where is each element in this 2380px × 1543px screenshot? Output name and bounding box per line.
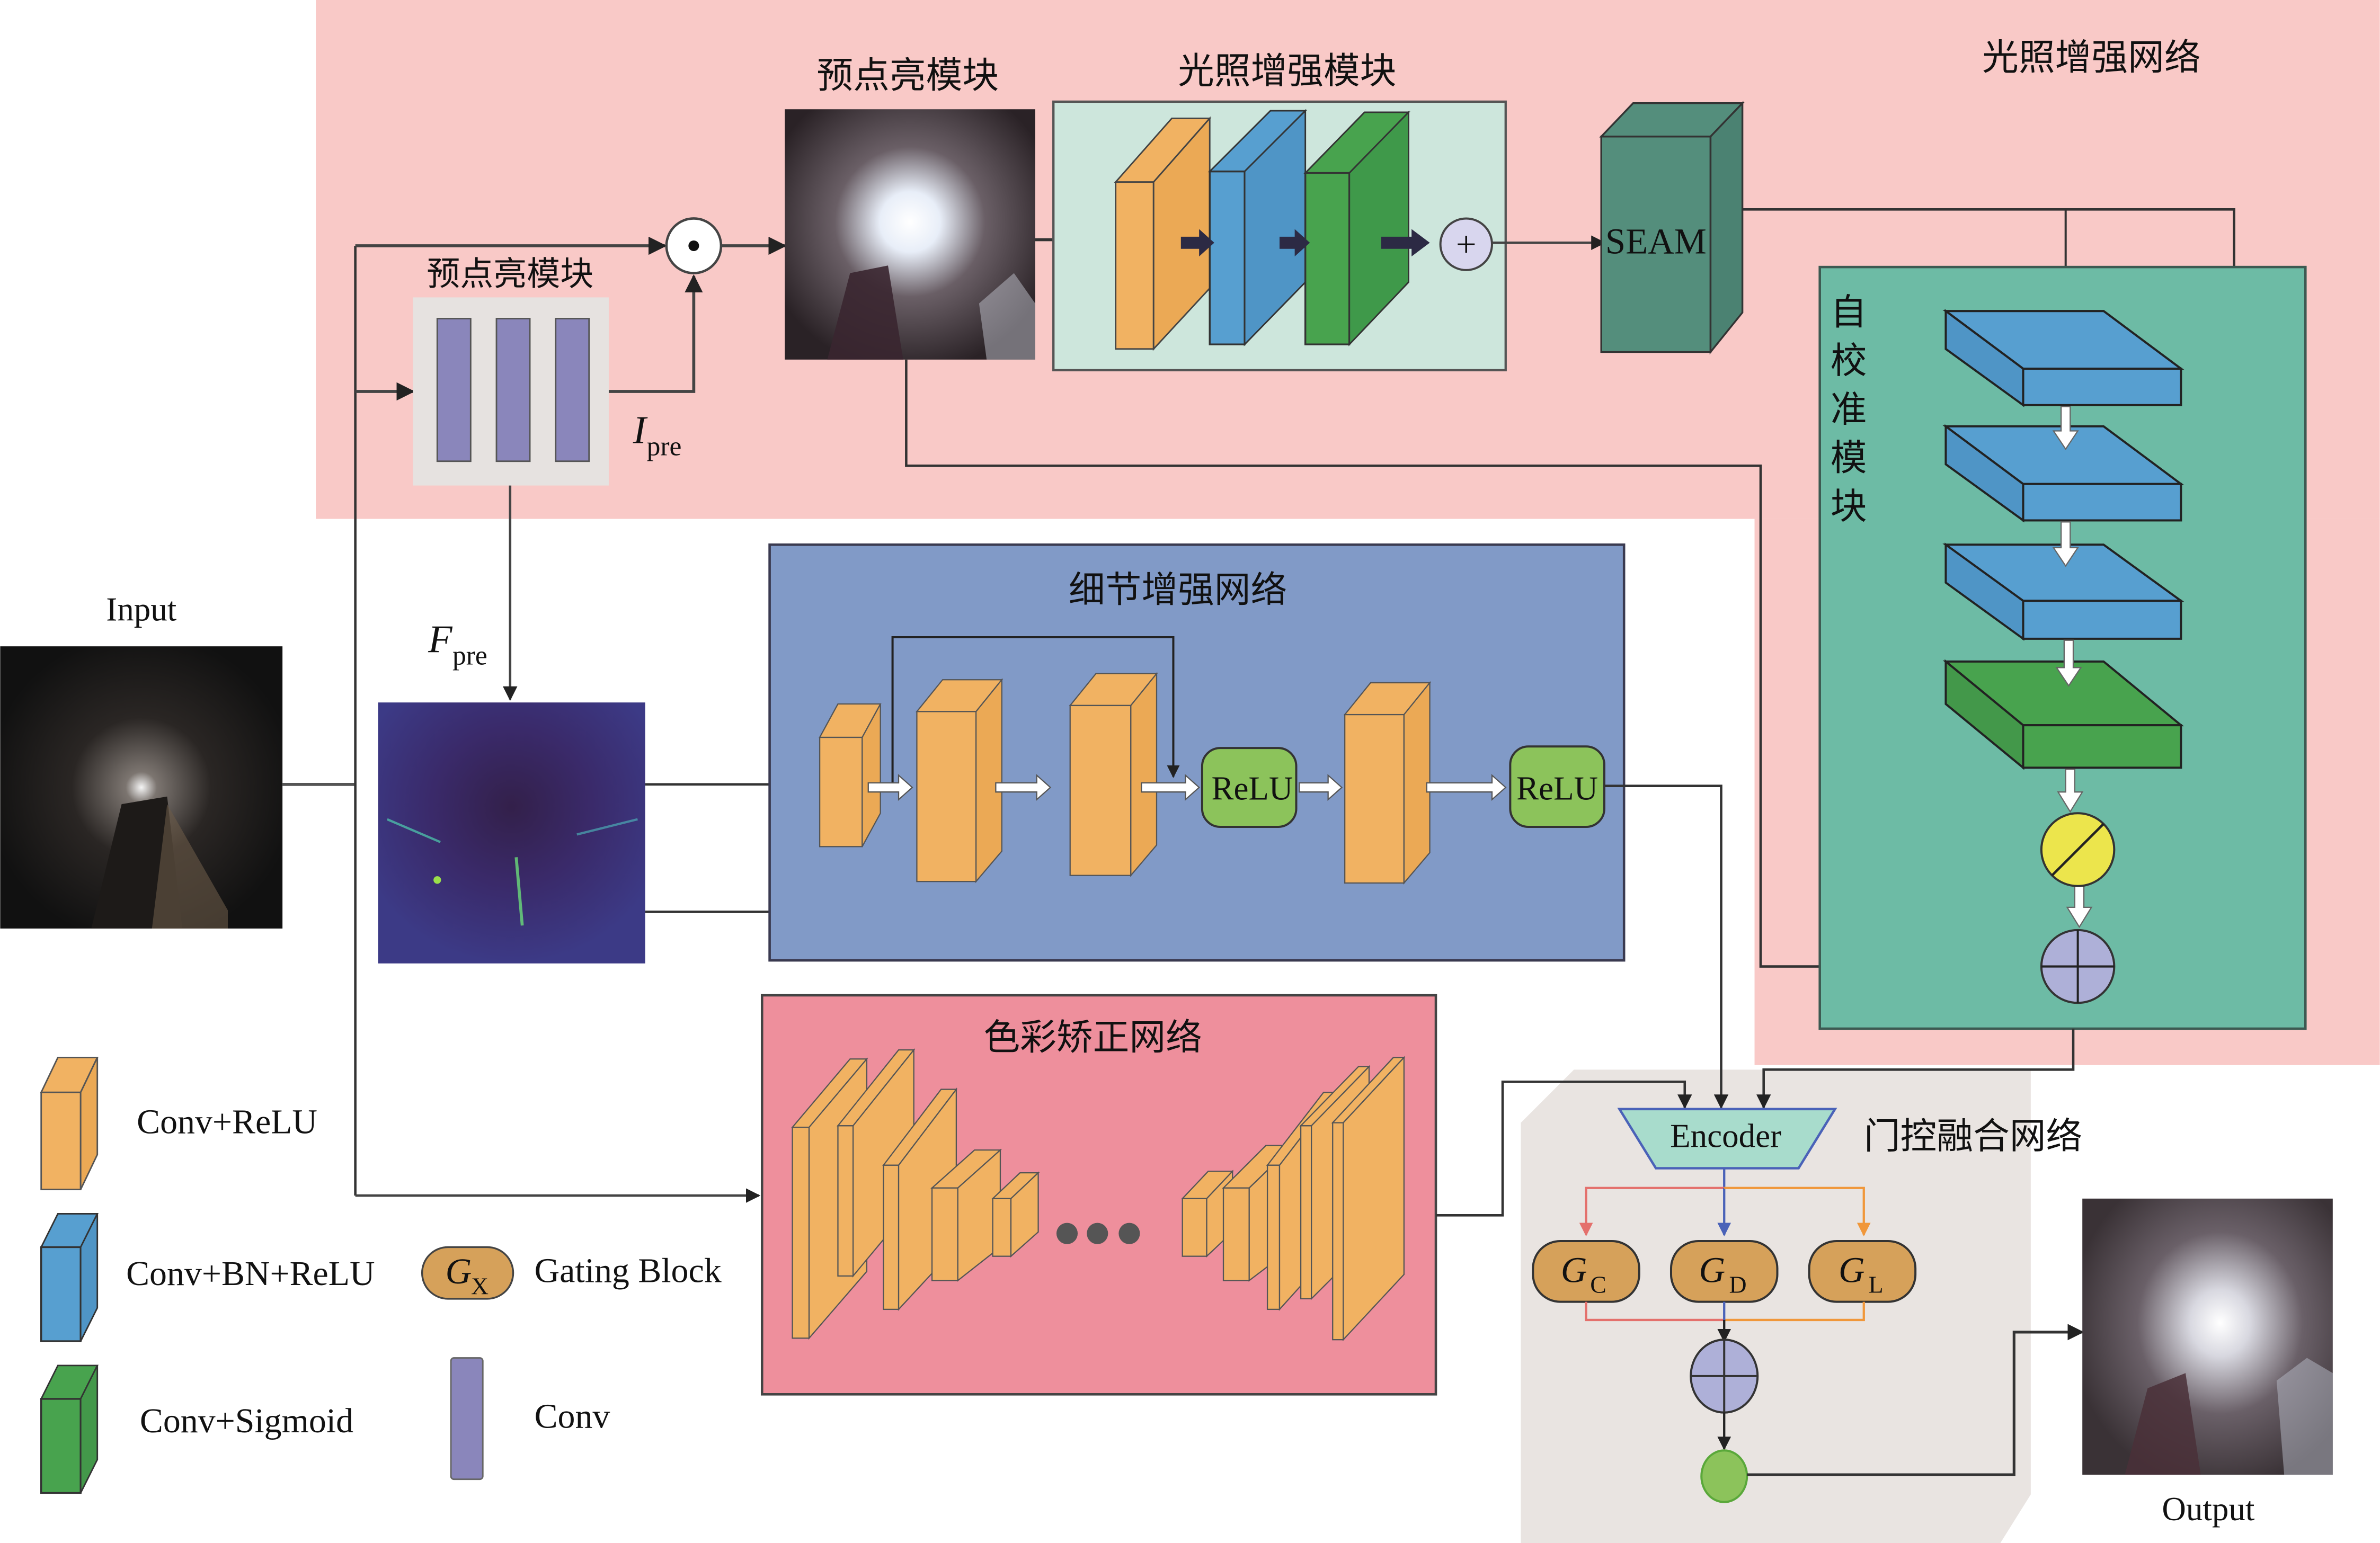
conv-layer: [436, 318, 472, 462]
i-pre-label: I pre: [633, 408, 682, 461]
color-correction-network: 色彩矫正网络: [760, 994, 1437, 1396]
input-image: [0, 646, 283, 929]
svg-text:Conv+ReLU: Conv+ReLU: [137, 1103, 317, 1141]
gate-c: G C: [1532, 1239, 1640, 1303]
conv-sigmoid-slab: [1942, 659, 2184, 770]
conv-sigmoid-block: [1303, 110, 1410, 346]
svg-text:X: X: [471, 1272, 489, 1299]
detail-to-encoder-line: [1604, 784, 1729, 1109]
color-to-encoder-line: [1436, 1080, 1692, 1217]
encoder-label: Encoder: [1670, 1117, 1781, 1154]
legend-conv-sigmoid: Conv+Sigmoid: [40, 1364, 353, 1494]
conv-bn-relu-slab: [1942, 542, 2184, 641]
f-pre-label: F pre: [428, 618, 487, 671]
ipre-to-multiply-arrow: [608, 274, 703, 393]
svg-text:校: 校: [1831, 340, 1867, 382]
legend: Conv+ReLU Conv+BN+ReLU Conv+Sigmoid G X …: [40, 1056, 722, 1494]
gate-l-line: [1724, 1187, 1871, 1237]
plus-icon: +: [1456, 224, 1477, 264]
svg-text:pre: pre: [647, 431, 682, 461]
conv-relu-block: [819, 703, 882, 848]
svg-text:pre: pre: [452, 641, 487, 671]
svg-text:G: G: [1699, 1250, 1726, 1290]
slash-icon: [2051, 823, 2104, 877]
flow-arrows: [1180, 229, 1430, 257]
svg-text:准: 准: [1831, 388, 1867, 431]
illum-module-title: 光照增强模块: [1178, 50, 1396, 93]
residual-skip-line: [891, 636, 1180, 784]
gate-l: G L: [1808, 1239, 1917, 1303]
svg-text:块: 块: [1831, 486, 1867, 528]
fusion-to-output-arrow: [1747, 1324, 2084, 1476]
svg-text:I: I: [633, 408, 648, 452]
gated-fusion-title: 门控融合网络: [1864, 1115, 2082, 1157]
conv-layer: [495, 318, 531, 462]
encoder-block: [1617, 1108, 1837, 1170]
relu-label: ReLU: [1516, 770, 1598, 807]
pre-light-module: [413, 297, 609, 486]
illum-net-title: 光照增强网络: [1982, 37, 2200, 79]
svg-text:L: L: [1869, 1271, 1884, 1298]
conv-relu-block: [1343, 681, 1431, 885]
dot-icon: [688, 240, 699, 252]
ellipsis-dots: [1056, 1223, 1140, 1244]
legend-conv-relu: Conv+ReLU: [40, 1056, 317, 1191]
svg-text:G: G: [446, 1251, 472, 1291]
relu-block-2: ReLU: [1509, 745, 1605, 828]
encoder-layers: [791, 1048, 1040, 1340]
sigmoid-output-node: [1700, 1449, 1748, 1503]
gated-fusion-network: Encoder 门控融合网络 G C G D G L: [1532, 1108, 2082, 1503]
detail-enhance-network: 细节增强网络 ReLU ReLU: [768, 543, 1626, 962]
conv-relu-block: [916, 677, 1003, 884]
svg-text:Conv+Sigmoid: Conv+Sigmoid: [140, 1402, 353, 1440]
decoder-layers: [1181, 1056, 1406, 1342]
color-net-title: 色彩矫正网络: [983, 1016, 1202, 1059]
illum-enhance-module: +: [1052, 100, 1507, 372]
sum-operator: [2040, 929, 2116, 1004]
legend-conv: Conv: [450, 1357, 610, 1480]
conv-relu-block: [1114, 116, 1212, 351]
svg-text:Gating Block: Gating Block: [535, 1251, 722, 1290]
f-pre-feature-map: [378, 702, 645, 964]
svg-text:模: 模: [1831, 437, 1867, 479]
conv-bn-relu-block: [1207, 109, 1308, 346]
self-calibration-module: 自 校 准 模 块: [1818, 265, 2307, 1030]
selfcalib-to-encoder-line: [1756, 1029, 2075, 1109]
svg-text:Conv+BN+ReLU: Conv+BN+ReLU: [126, 1254, 375, 1293]
conv-bn-relu-slab: [1942, 309, 2184, 407]
pre-light-module-label-top: 预点亮模块: [816, 55, 999, 97]
svg-text:自: 自: [1831, 291, 1867, 334]
gate-d: G D: [1669, 1239, 1779, 1303]
pre-lit-image: [785, 109, 1035, 360]
white-flow-arrows: [867, 774, 1507, 801]
svg-text:D: D: [1729, 1271, 1746, 1298]
conv-layer: [555, 318, 590, 462]
pre-light-module-label-left: 预点亮模块: [427, 254, 593, 293]
relu-label: ReLU: [1211, 770, 1293, 807]
svg-text:G: G: [1561, 1250, 1587, 1290]
divide-operator: [2040, 812, 2116, 887]
gate-c-line: [1579, 1187, 1725, 1237]
detail-net-title: 细节增强网络: [1069, 569, 1287, 611]
seam-label: SEAM: [1605, 221, 1707, 261]
self-calib-title: 自 校 准 模 块: [1831, 291, 1867, 528]
relu-block-1: ReLU: [1201, 747, 1298, 828]
output-label: Output: [2162, 1491, 2255, 1528]
svg-text:C: C: [1590, 1271, 1606, 1298]
svg-text:G: G: [1839, 1250, 1865, 1290]
svg-text:Conv: Conv: [535, 1397, 610, 1435]
output-image: [2082, 1198, 2333, 1475]
conv-relu-block: [1069, 672, 1158, 877]
elementwise-multiply-operator: [665, 217, 723, 274]
conv-bn-relu-slab: [1942, 424, 2184, 523]
input-label: Input: [106, 591, 176, 628]
add-operator: +: [1439, 217, 1494, 271]
svg-text:F: F: [428, 618, 453, 662]
legend-gating-block: G X Gating Block: [421, 1246, 722, 1300]
legend-conv-bn-relu: Conv+BN+ReLU: [40, 1213, 375, 1342]
fusion-sum-operator: [1690, 1339, 1759, 1414]
seam-block: SEAM: [1599, 101, 1745, 355]
white-flow-arrows: [2052, 406, 2093, 929]
